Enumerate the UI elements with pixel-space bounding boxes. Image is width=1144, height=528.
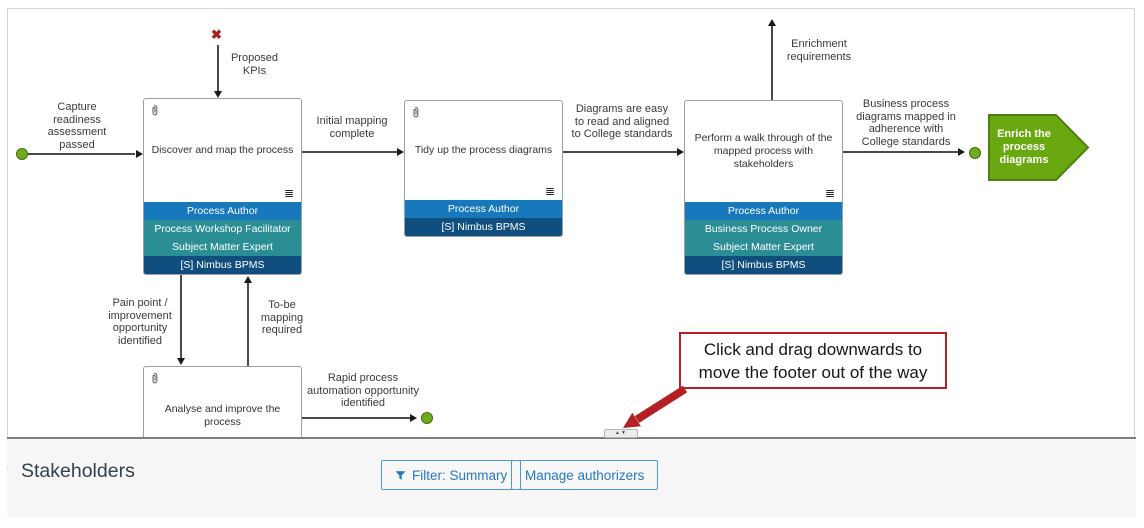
role-bar[interactable]: Process Author — [685, 202, 842, 220]
flow-label-enrichment: Enrichment requirements — [786, 38, 852, 63]
statement-lines-icon[interactable]: ≣ — [283, 186, 294, 200]
attachment-icon[interactable] — [411, 106, 420, 124]
role-bar[interactable]: [S] Nimbus BPMS — [405, 218, 562, 236]
process-box-walkthrough[interactable]: Perform a walk through of the mapped pro… — [684, 100, 843, 275]
flow-line — [843, 151, 959, 153]
arrowhead-icon — [768, 19, 776, 26]
flow-line — [28, 153, 135, 155]
arrowhead-icon — [397, 148, 404, 156]
role-bar[interactable]: Process Author — [405, 200, 562, 218]
manage-authorizers-label: Manage authorizers — [525, 467, 645, 483]
footer-drag-handle[interactable]: ▲▼ — [604, 429, 638, 438]
footer-title: Stakeholders — [21, 460, 135, 482]
arrowhead-icon — [677, 148, 684, 156]
flow-label-proposed-kpis: Proposed KPIs — [230, 52, 279, 77]
annotation-callout: Click and drag downwards to move the foo… — [679, 332, 947, 389]
arrowhead-icon — [214, 91, 222, 98]
annotation-text: Click and drag downwards to move the foo… — [698, 339, 928, 382]
role-bar[interactable]: Process Workshop Facilitator — [144, 220, 301, 238]
arrowhead-icon — [177, 358, 185, 365]
role-bar[interactable]: Subject Matter Expert — [144, 238, 301, 256]
role-bar[interactable]: Subject Matter Expert — [685, 238, 842, 256]
flow-label-diagrams-easy: Diagrams are easy to read and aligned to… — [571, 103, 673, 140]
funnel-icon — [395, 470, 406, 480]
flow-label-capture-readiness: Capture readiness assessment passed — [47, 101, 107, 151]
rejected-cross-icon: ✖ — [211, 27, 222, 42]
process-box-title: Perform a walk through of the mapped pro… — [694, 132, 833, 170]
footer-title-fragment: r — [7, 460, 8, 483]
process-box-title: Tidy up the process diagrams — [414, 144, 553, 156]
arrowhead-icon — [958, 148, 965, 156]
process-box-title: Analyse and improve the process — [164, 403, 281, 428]
role-bar[interactable]: [S] Nimbus BPMS — [685, 256, 842, 274]
chevron-label: Enrich the process diagrams — [997, 128, 1051, 166]
process-box-tidy[interactable]: Tidy up the process diagrams ≣ Process A… — [404, 100, 563, 237]
end-node — [969, 147, 981, 159]
filter-summary-label: Filter: Summary — [412, 467, 508, 483]
chevron-shape — [988, 114, 1090, 181]
flow-label-business-mapped: Business process diagrams mapped in adhe… — [856, 98, 956, 148]
arrowhead-icon — [244, 276, 252, 283]
process-box-analyse[interactable]: Analyse and improve the process — [143, 366, 302, 445]
flow-label-rapid-automation: Rapid process automation opportunity ide… — [307, 372, 419, 409]
flow-line — [771, 26, 773, 100]
footer-panel[interactable]: r Stakeholders Filter: Summary Manage au… — [7, 437, 1136, 517]
attachment-icon[interactable] — [150, 372, 159, 390]
flow-line — [180, 275, 182, 359]
flow-label-to-be-mapping: To-be mapping required — [260, 299, 304, 336]
flow-line — [302, 151, 398, 153]
end-node — [421, 412, 433, 424]
flow-line — [563, 151, 678, 153]
statement-lines-icon[interactable]: ≣ — [824, 186, 835, 200]
manage-authorizers-button[interactable]: Manage authorizers — [511, 460, 659, 490]
arrowhead-icon — [136, 150, 143, 158]
flow-line — [217, 45, 219, 92]
process-box-discover[interactable]: Discover and map the process ≣ Process A… — [143, 98, 302, 275]
role-bar[interactable]: Business Process Owner — [685, 220, 842, 238]
flow-line — [302, 417, 413, 419]
arrowhead-icon — [410, 414, 417, 422]
role-bar[interactable]: [S] Nimbus BPMS — [144, 256, 301, 274]
flow-line — [247, 283, 249, 366]
up-down-arrows-icon: ▲▼ — [615, 430, 627, 436]
flow-label-initial-mapping: Initial mapping complete — [316, 115, 388, 140]
role-bar[interactable]: Process Author — [144, 202, 301, 220]
flow-label-pain-point: Pain point / improvement opportunity ide… — [108, 297, 172, 347]
attachment-icon[interactable] — [150, 104, 159, 122]
annotation-arrow-icon — [623, 386, 688, 428]
filter-summary-button[interactable]: Filter: Summary — [381, 460, 522, 490]
process-box-title: Discover and map the process — [151, 144, 294, 156]
drilldown-chevron-enrich[interactable]: Enrich the process diagrams — [988, 113, 1090, 182]
statement-lines-icon[interactable]: ≣ — [544, 184, 555, 198]
start-node — [16, 148, 28, 160]
